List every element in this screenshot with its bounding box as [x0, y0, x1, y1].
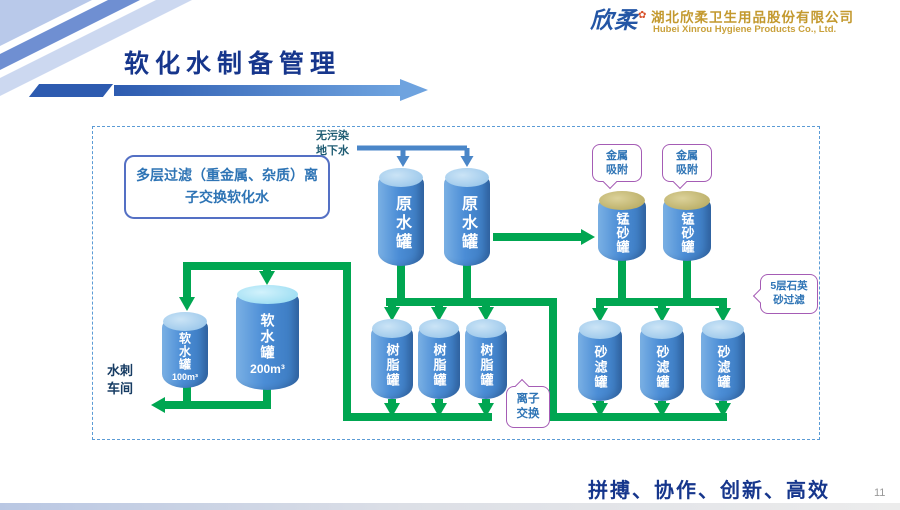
tank-top-ellipse: [599, 191, 645, 210]
tank-top-ellipse: [445, 168, 489, 187]
tank-soft-big: 软水罐 200m³: [236, 285, 299, 390]
page-number: 11: [874, 487, 886, 499]
note-box: 多层过滤（重金属、杂质）离子交换软化水: [124, 155, 330, 219]
note-text: 多层过滤（重金属、杂质）离子交换软化水: [136, 167, 318, 205]
bubble-quartz-filter: 5层石英砂过滤: [760, 274, 818, 314]
bubble-text: 5层石英砂过滤: [770, 280, 808, 306]
tank-sand-1: 砂滤罐: [578, 320, 622, 401]
company-name-cn: 湖北欣柔卫生用品股份有限公司: [651, 10, 854, 25]
tank-resin-3: 树脂罐: [465, 319, 507, 399]
tank-resin-1-label: 树脂罐: [384, 343, 400, 388]
bubble-ion-exchange: 离子交换: [506, 386, 550, 428]
tank-raw-2: 原水罐: [444, 168, 490, 266]
page-title: 软化水制备管理: [124, 50, 342, 78]
bottom-bar: [0, 503, 900, 510]
tank-sand-3-label: 砂滤罐: [715, 344, 731, 390]
tank-resin-1: 树脂罐: [371, 319, 413, 399]
workshop-label: 水刺车间: [106, 363, 133, 397]
logo-flower-icon: ✿: [638, 10, 647, 21]
diagram-boundary: [92, 126, 820, 440]
tank-top-ellipse: [466, 319, 506, 338]
tank-top-ellipse: [419, 319, 459, 338]
tank-soft-small: 软水罐 100m³: [162, 312, 208, 388]
tank-resin-3-label: 树脂罐: [478, 343, 494, 388]
company-logo: 欣柔✿: [590, 1, 646, 35]
tank-soft-big-label: 软水罐: [259, 312, 276, 361]
tank-sand-2-label: 砂滤罐: [654, 344, 670, 390]
title-arrow-tail: [28, 84, 114, 97]
slogan: 拼搏、协作、创新、高效: [588, 480, 830, 502]
tank-manganese-2-label: 锰砂罐: [679, 211, 695, 254]
title-arrow-bar: [114, 85, 400, 96]
source-water-label: 无污染地下水: [316, 130, 349, 158]
tank-manganese-1: 锰砂罐: [598, 191, 646, 261]
tank-sand-1-label: 砂滤罐: [592, 344, 608, 390]
logo-text: 欣柔: [590, 7, 638, 33]
tank-top-ellipse: [702, 320, 744, 339]
title-arrow-head-icon: [400, 79, 428, 101]
tank-manganese-1-label: 锰砂罐: [614, 211, 630, 254]
bubble-metal-adsorption-2: 金属吸附: [662, 144, 712, 182]
bubble-text: 金属吸附: [606, 149, 628, 176]
tank-top-ellipse: [579, 320, 621, 339]
bubble-metal-adsorption-1: 金属吸附: [592, 144, 642, 182]
tank-soft-big-capacity: 200m³: [250, 361, 285, 376]
tank-soft-small-label: 软水罐: [177, 331, 192, 371]
tank-top-ellipse: [379, 168, 423, 187]
tank-raw-1: 原水罐: [378, 168, 424, 266]
tank-manganese-2: 锰砂罐: [663, 191, 711, 261]
tank-top-ellipse: [372, 319, 412, 338]
bubble-text: 金属吸附: [676, 149, 698, 176]
bubble-text: 离子交换: [516, 393, 540, 420]
tank-sand-2: 砂滤罐: [640, 320, 684, 401]
tank-sand-3: 砂滤罐: [701, 320, 745, 401]
tank-top-ellipse: [641, 320, 683, 339]
tank-top-ellipse: [664, 191, 710, 210]
tank-resin-2: 树脂罐: [418, 319, 460, 399]
company-name-en: Hubei Xinrou Hygiene Products Co., Ltd.: [653, 24, 837, 35]
tank-raw-2-label: 原水罐: [459, 195, 476, 252]
tank-soft-small-capacity: 100m³: [171, 371, 198, 382]
tank-resin-2-label: 树脂罐: [431, 343, 447, 388]
tank-raw-1-label: 原水罐: [393, 195, 410, 252]
